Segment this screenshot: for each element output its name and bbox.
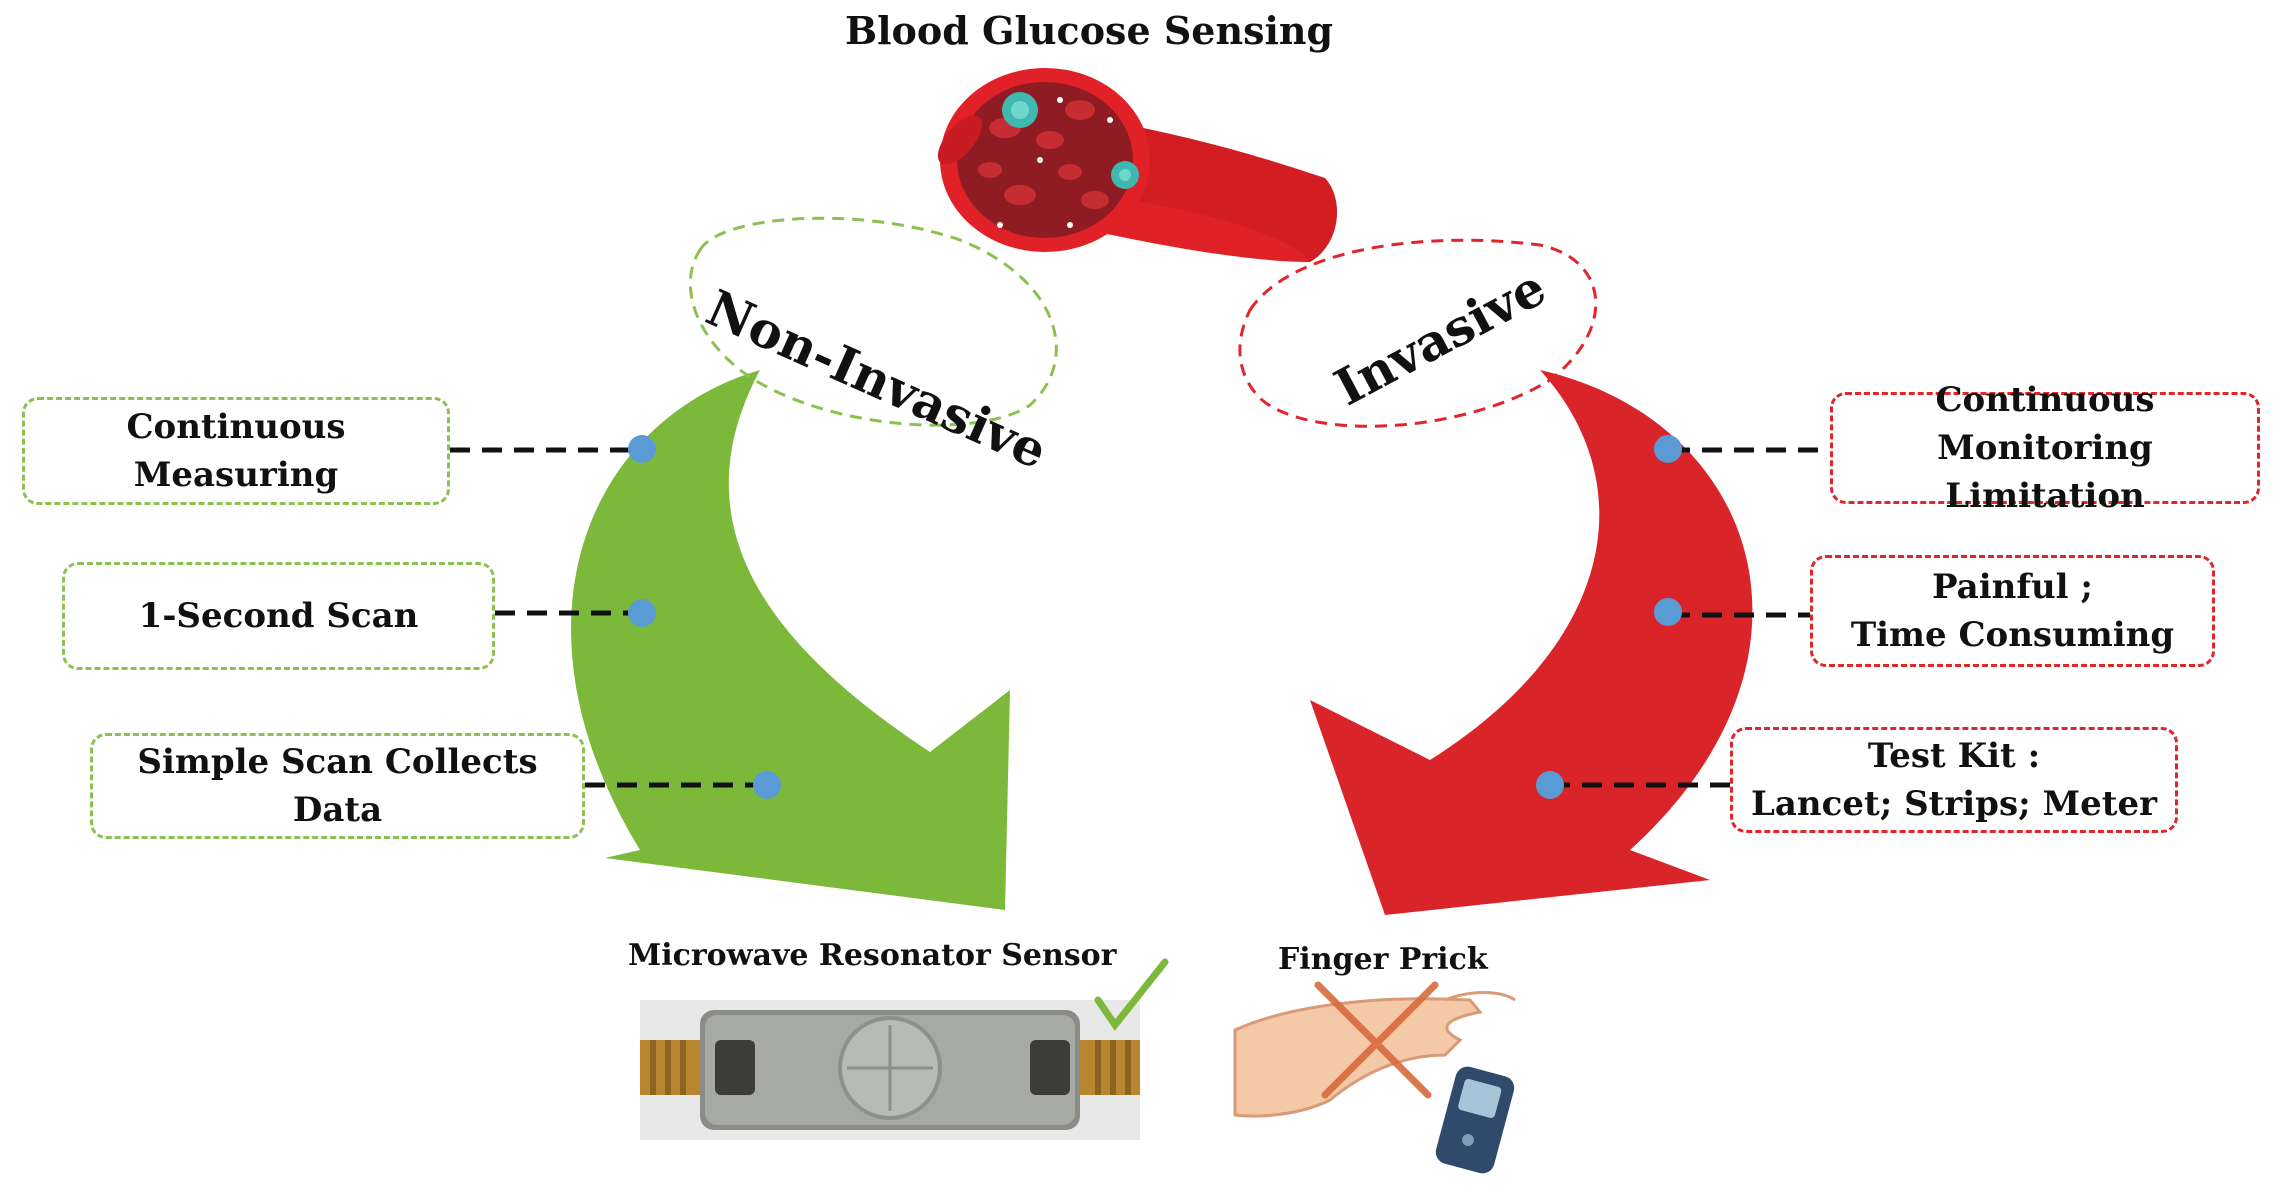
drawback-test-kit: Test Kit : Lancet; Strips; Meter — [1730, 727, 2178, 833]
drawback-monitoring-limitation: Continuous Monitoring Limitation — [1830, 380, 2260, 516]
checkmark-icon — [1094, 958, 1169, 1031]
microwave-resonator-sensor-image — [640, 1000, 1140, 1140]
invasive-bubble — [1238, 238, 1598, 428]
invasive-method-caption: Finger Prick — [1278, 942, 1488, 977]
benefit-label: Simple Scan Collects Data — [137, 742, 538, 830]
drawback-line2: Lancet; Strips; Meter — [1751, 784, 2157, 824]
cross-icon — [1314, 981, 1439, 1099]
drawback-line2: Monitoring Limitation — [1937, 428, 2153, 516]
drawback-painful: Painful ; Time Consuming — [1810, 555, 2215, 667]
diagram-title: Blood Glucose Sensing — [845, 8, 1334, 53]
benefit-simple-scan: Simple Scan Collects Data — [90, 733, 585, 839]
glucose-meter-icon — [1435, 1066, 1515, 1174]
drawback-line1: Test Kit : — [1867, 736, 2041, 776]
non-invasive-method-caption: Microwave Resonator Sensor — [628, 938, 1117, 973]
connectors — [450, 447, 1830, 788]
finger-prick-image — [1233, 991, 1516, 1118]
benefit-continuous-measuring: Continuous Measuring — [22, 397, 450, 505]
non-invasive-bubble — [688, 216, 1058, 427]
non-invasive-arrow — [571, 370, 1010, 910]
invasive-arrow — [1310, 370, 1753, 915]
benefit-label: 1-Second Scan — [138, 596, 419, 636]
drawback-line1: Continuous — [1935, 380, 2155, 420]
blood-vessel-icon — [937, 68, 1337, 262]
benefit-label: Continuous Measuring — [126, 407, 346, 495]
drawback-line1: Painful ; — [1932, 567, 2093, 607]
drawback-line2: Time Consuming — [1850, 615, 2175, 655]
benefit-1-second-scan: 1-Second Scan — [62, 562, 495, 670]
connector-dots — [628, 435, 1682, 799]
